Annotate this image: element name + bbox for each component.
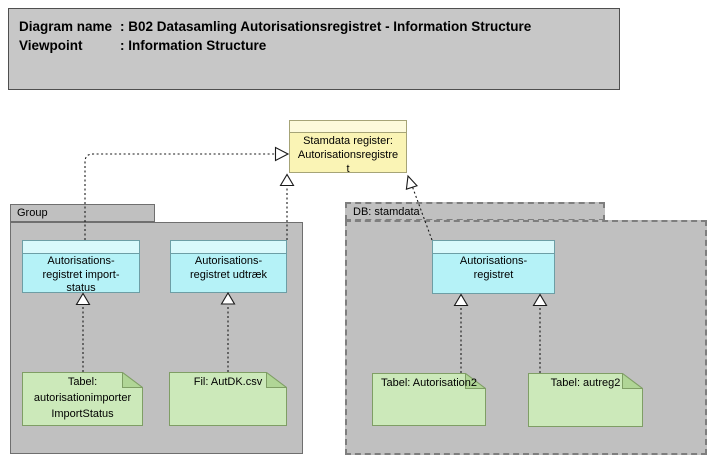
realization-arrowhead-icon xyxy=(279,173,295,187)
note-shape xyxy=(22,372,143,426)
note-label: Fil: AutDK.csv xyxy=(193,376,263,388)
db-stamdata-folder-label: DB: stamdata xyxy=(353,205,420,218)
stamdata-register-object[interactable]: Stamdata register: Autorisationsregistre… xyxy=(289,120,407,175)
viewpoint-value: : Information Structure xyxy=(120,38,267,53)
autorisationsregistret-importstatus-label: Autorisations- registret import- status xyxy=(42,255,120,294)
note-tabel-autorisation2[interactable]: Tabel: Autorisation2 xyxy=(372,373,486,426)
group-folder-label: Group xyxy=(17,207,48,219)
diagram-name-label: Diagram name xyxy=(19,19,113,34)
note-fil-autdk-csv[interactable]: Fil: AutDK.csv xyxy=(169,372,287,426)
db-stamdata-folder-tab[interactable]: DB: stamdata xyxy=(345,202,605,221)
realization-arrowhead-icon xyxy=(405,174,418,190)
diagram-title-box[interactable]: Diagram name : B02 Datasamling Autorisat… xyxy=(8,8,620,90)
note-label: Tabel: autreg2 xyxy=(550,377,621,389)
autorisationsregistret-udtraek-object[interactable]: Autorisations- registret udtræk xyxy=(170,240,287,293)
note-shape xyxy=(372,373,486,426)
group-folder-tab[interactable]: Group xyxy=(10,204,155,222)
folded-corner-icon xyxy=(266,372,287,388)
diagram-name-row: Diagram name : B02 Datasamling Autorisat… xyxy=(19,17,619,36)
autorisationsregistret-object[interactable]: Autorisations- registret xyxy=(432,240,555,294)
note-shape xyxy=(528,373,643,427)
object-header-strip xyxy=(171,241,286,254)
autorisationsregistret-label: Autorisations- registret xyxy=(459,255,528,281)
autorisationsregistret-importstatus-object[interactable]: Autorisations- registret import- status xyxy=(22,240,140,294)
diagram-name-value: : B02 Datasamling Autorisationsregistret… xyxy=(120,19,532,34)
folded-corner-icon xyxy=(465,373,486,389)
note-tabel-autorisationimporter-importstatus[interactable]: Tabel: autorisationimporter ImportStatus xyxy=(22,372,143,426)
note-shape xyxy=(169,372,287,426)
note-label: Tabel: Autorisation2 xyxy=(380,377,477,389)
viewpoint-row: Viewpoint : Information Structure xyxy=(19,36,619,55)
note-label: Tabel: autorisationimporter ImportStatus xyxy=(33,376,132,420)
folded-corner-icon xyxy=(622,373,643,389)
note-tabel-autreg2[interactable]: Tabel: autreg2 xyxy=(528,373,643,427)
folded-corner-icon xyxy=(122,372,143,388)
realization-arrowhead-icon xyxy=(274,146,290,162)
autorisationsregistret-udtraek-label: Autorisations- registret udtræk xyxy=(189,255,268,281)
object-header-strip xyxy=(433,241,554,254)
object-header-strip xyxy=(290,121,406,133)
object-header-strip xyxy=(23,241,139,254)
viewpoint-label: Viewpoint xyxy=(19,38,83,53)
stamdata-register-label: Stamdata register: Autorisationsregistre… xyxy=(297,135,399,175)
